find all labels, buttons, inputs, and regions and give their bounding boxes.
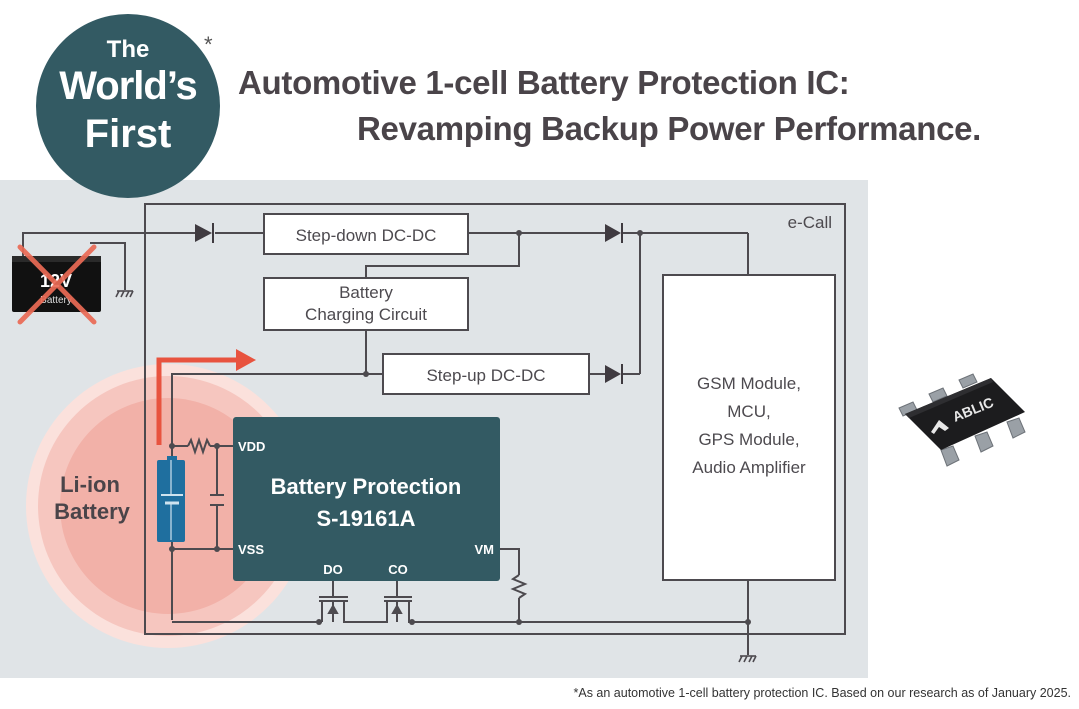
pin-co: CO (388, 562, 408, 577)
charging-label-1: Battery (339, 283, 393, 302)
diode-icon (605, 364, 623, 384)
ground-icon (738, 655, 757, 663)
charging-label-2: Charging Circuit (305, 305, 427, 324)
mosfet-do (319, 596, 350, 623)
diode-icon (605, 223, 623, 243)
load-block (662, 274, 836, 581)
step-down-block (263, 213, 469, 255)
load-label-3: GPS Module, (698, 430, 799, 449)
badge-line-2: World’s (59, 64, 197, 108)
charging-block (263, 277, 469, 331)
load-label-4: Audio Amplifier (692, 458, 806, 477)
protection-ic-title: Battery Protection (271, 474, 462, 499)
li-ion-label-2: Battery (54, 499, 131, 524)
ecall-label: e-Call (788, 213, 832, 232)
pin-vdd: VDD (238, 439, 265, 454)
car-battery-label: Battery (40, 295, 72, 306)
li-ion-cell-icon (157, 456, 185, 542)
car-battery-12v: 12V Battery (12, 244, 101, 325)
footnote: *As an automotive 1-cell battery protect… (573, 686, 1072, 700)
worlds-first-badge: The World’s First (36, 14, 220, 198)
capacitor (210, 494, 224, 506)
pin-vm: VM (475, 542, 495, 557)
cross-out-icon (17, 244, 97, 325)
ground-icon (115, 290, 134, 298)
headline-line-2: Revamping Backup Power Performance. (357, 110, 982, 147)
step-up-label: Step-up DC-DC (426, 366, 545, 385)
power-flow-arrow-icon (156, 349, 256, 445)
pin-vss: VSS (238, 542, 264, 557)
ecall-boundary (144, 203, 846, 635)
load-label-2: MCU, (727, 402, 770, 421)
step-down-label: Step-down DC-DC (296, 226, 437, 245)
step-up-block (382, 353, 590, 395)
protection-ic-block (233, 417, 500, 581)
protection-ic-part: S-19161A (316, 506, 415, 531)
pin-do: DO (323, 562, 343, 577)
load-label-1: GSM Module, (697, 374, 801, 393)
diode-icon (195, 223, 214, 243)
badge-asterisk: * (204, 32, 213, 57)
headline-line-1: Automotive 1-cell Battery Protection IC: (238, 64, 850, 101)
badge-line-1: The (106, 36, 150, 63)
badge-line-3: First (84, 112, 172, 156)
li-ion-label-1: Li-ion (60, 472, 120, 497)
mosfet-co (384, 596, 413, 623)
ablic-chip-image: ABLIC (898, 373, 1026, 467)
junction-dots (169, 230, 751, 625)
